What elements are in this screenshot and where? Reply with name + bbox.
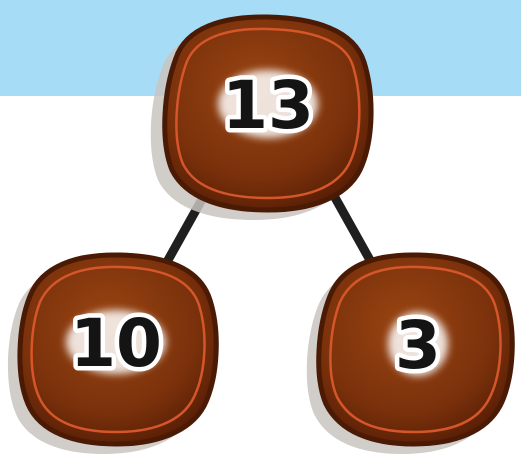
whole-node[interactable]: 13 — [151, 17, 371, 220]
whole-value: 13 — [222, 67, 314, 144]
part-right-node[interactable]: 3 — [307, 255, 512, 454]
part-left-node[interactable]: 10 — [8, 255, 216, 454]
part-right-value: 3 — [395, 307, 441, 384]
part-left-value: 10 — [70, 305, 162, 382]
